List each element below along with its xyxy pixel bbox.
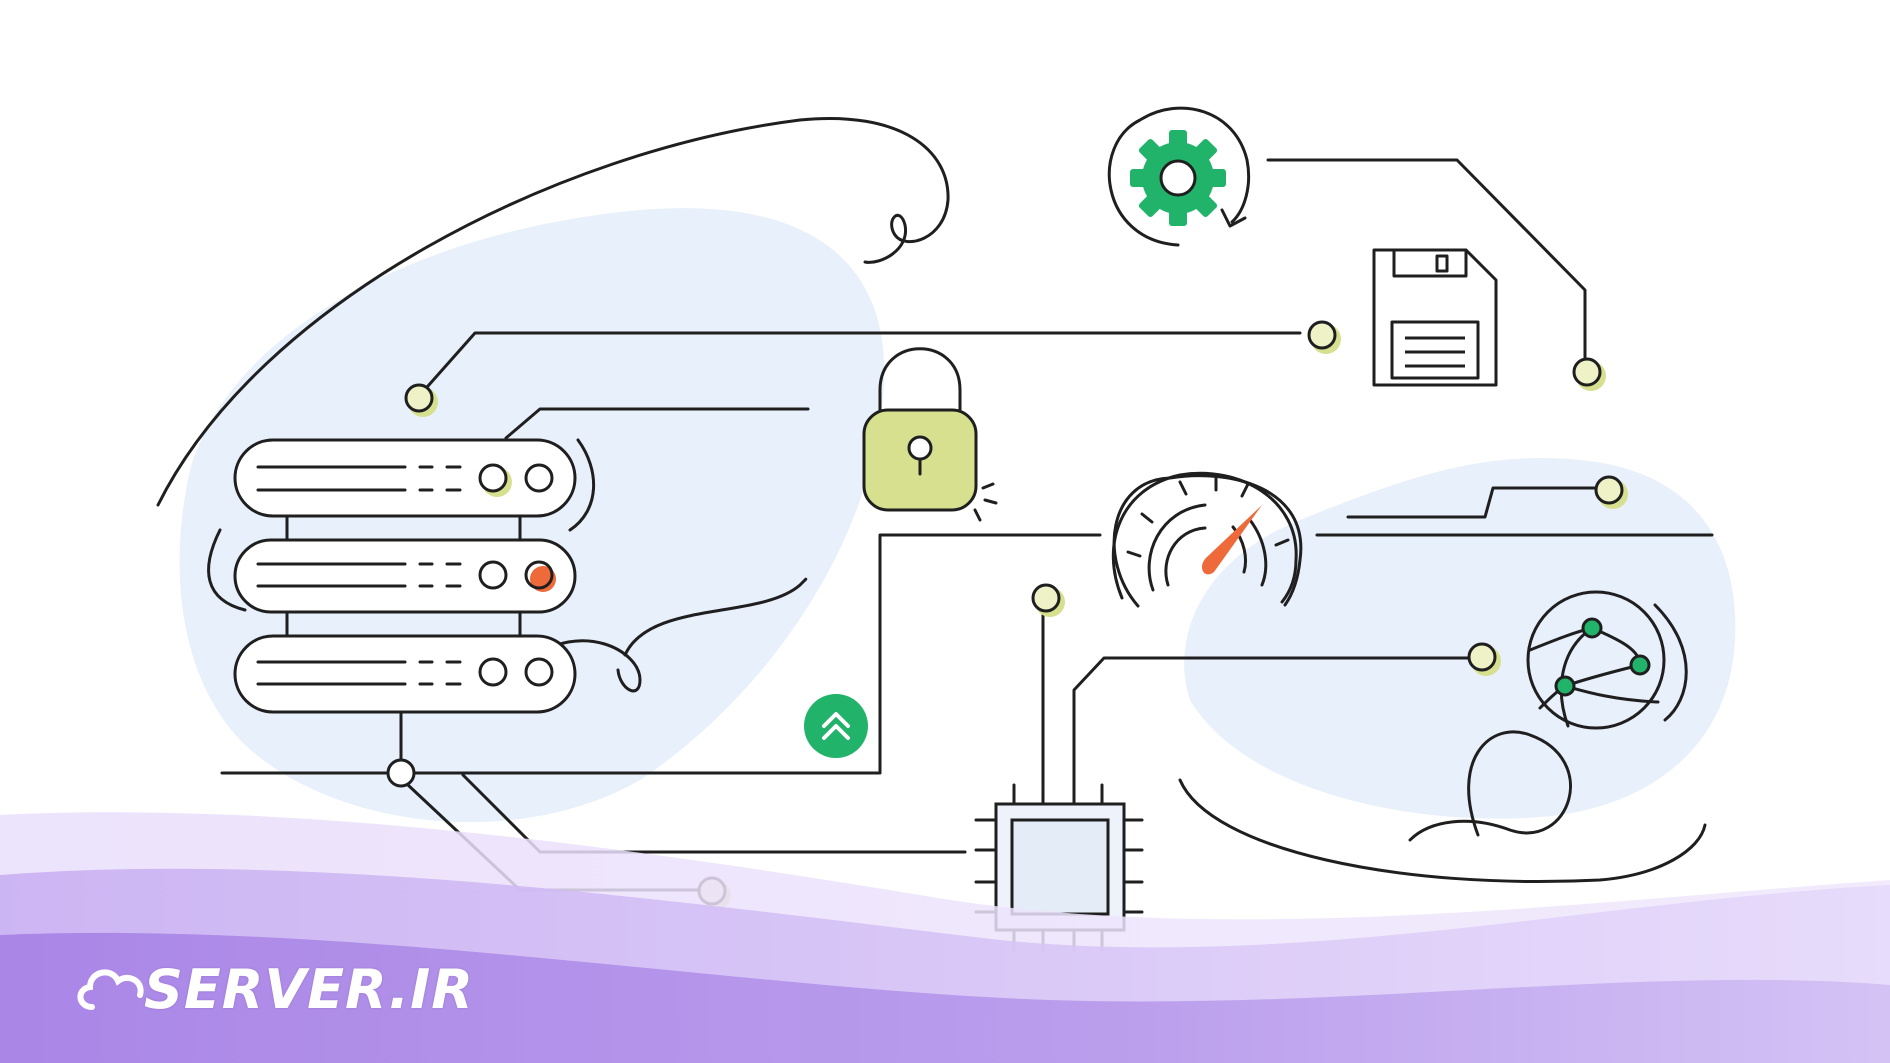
floppy-disk-icon — [1372, 248, 1498, 387]
globe-network-icon — [1526, 590, 1666, 730]
server-rack-icon — [233, 438, 577, 714]
scroll-up-icon[interactable] — [804, 694, 868, 758]
gear-refresh-icon — [1107, 106, 1251, 247]
right-blob — [1184, 458, 1736, 819]
speedometer-icon — [1111, 471, 1303, 608]
bottom-waves — [0, 812, 1890, 1063]
padlock-icon — [862, 347, 998, 522]
